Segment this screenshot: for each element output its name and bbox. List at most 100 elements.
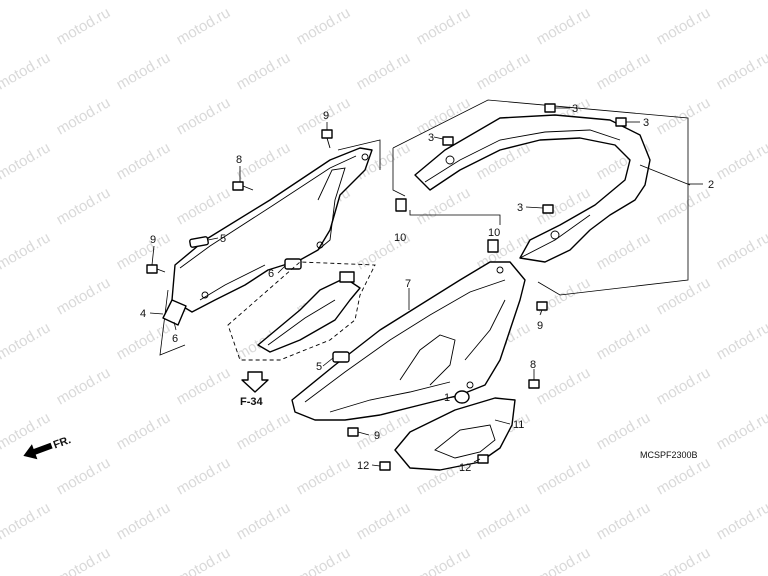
watermark-text: motod.ru xyxy=(114,409,174,453)
watermark-text: motod.ru xyxy=(54,94,114,138)
callout-2: 2 xyxy=(708,179,714,191)
watermark-text: motod.ru xyxy=(0,499,53,543)
watermark-text: motod.ru xyxy=(234,0,294,3)
watermark-text: motod.ru xyxy=(654,4,714,48)
watermark-text: motod.ru xyxy=(54,364,114,408)
callout-7: 7 xyxy=(405,278,411,290)
watermark-text: motod.ru xyxy=(354,0,414,3)
bolt-9-upper xyxy=(321,129,333,149)
screw-12-right xyxy=(477,454,489,464)
callout-12-left: 12 xyxy=(357,460,369,472)
watermark-text: motod.ru xyxy=(714,229,768,273)
watermark-text: motod.ru xyxy=(114,319,174,363)
callout-3-right: 3 xyxy=(643,117,649,129)
callout-4: 4 xyxy=(140,308,146,320)
watermark-text: motod.ru xyxy=(0,229,53,273)
bolt-8-right xyxy=(528,379,540,389)
collar-10-right xyxy=(487,239,499,253)
watermark-text: motod.ru xyxy=(114,0,174,3)
reference-label-f34: F-34 xyxy=(240,396,264,408)
watermark-text: motod.ru xyxy=(114,139,174,183)
grommet-1 xyxy=(454,390,470,404)
watermark-text: motod.ru xyxy=(414,4,474,48)
lower-cover xyxy=(394,397,516,471)
figure-code: MCSPF2300B xyxy=(640,450,698,460)
watermark-text: motod.ru xyxy=(534,274,594,318)
watermark-text: motod.ru xyxy=(234,409,294,453)
watermark-text: motod.ru xyxy=(474,49,534,93)
watermark-text: motod.ru xyxy=(114,229,174,273)
callout-10-right: 10 xyxy=(488,227,500,239)
watermark-text: motod.ru xyxy=(594,49,654,93)
watermark-text: motod.ru xyxy=(594,319,654,363)
watermark-text: motod.ru xyxy=(354,49,414,93)
watermark-text: motod.ru xyxy=(114,499,174,543)
watermark-text: motod.ru xyxy=(0,49,53,93)
leader-lines xyxy=(149,122,703,467)
watermark-text: motod.ru xyxy=(0,139,53,183)
callout-9-lower: 9 xyxy=(374,430,380,442)
left-side-cover xyxy=(171,147,373,313)
callout-8-top: 8 xyxy=(236,154,242,166)
callout-1: 1 xyxy=(444,392,450,404)
watermark-text: motod.ru xyxy=(54,274,114,318)
watermark-text: motod.ru xyxy=(294,454,354,498)
watermark-text: motod.ru xyxy=(714,499,768,543)
arrow-f34 xyxy=(241,371,269,393)
nut-3-d xyxy=(542,204,554,214)
watermark-text: motod.ru xyxy=(594,229,654,273)
callout-8-right: 8 xyxy=(530,359,536,371)
watermark-text: motod.ru xyxy=(474,0,534,3)
watermark-text: motod.ru xyxy=(174,184,234,228)
nut-3-b xyxy=(615,117,627,127)
watermark-text: motod.ru xyxy=(594,409,654,453)
callout-6-lower: 6 xyxy=(172,333,178,345)
watermark-text: motod.ru xyxy=(414,94,474,138)
watermark-text: motod.ru xyxy=(174,454,234,498)
rear-cowl xyxy=(291,261,526,421)
grommet-6-upper xyxy=(284,258,302,270)
watermark-text: motod.ru xyxy=(714,319,768,363)
clip-4 xyxy=(162,299,187,326)
callout-3-mid: 3 xyxy=(517,202,523,214)
bolt-9-left xyxy=(146,264,166,274)
watermark-text: motod.ru xyxy=(654,94,714,138)
inner-panel xyxy=(257,271,361,353)
collar-10-left xyxy=(395,198,407,212)
watermark-text: motod.ru xyxy=(174,94,234,138)
callout-3-left: 3 xyxy=(428,132,434,144)
grommet-5-lower xyxy=(332,351,350,363)
grommet-5-upper xyxy=(189,236,209,248)
watermark-text: motod.ru xyxy=(54,184,114,228)
watermark-text: motod.ru xyxy=(54,544,114,576)
callout-labels: 9 8 5 9 6 4 6 3 3 3 3 2 10 10 7 9 5 8 1 … xyxy=(140,103,714,474)
watermark-text: motod.ru xyxy=(294,4,354,48)
watermark-text: motod.ru xyxy=(654,454,714,498)
callout-10-left: 10 xyxy=(394,232,406,244)
watermark-text: motod.ru xyxy=(534,4,594,48)
callout-9-left: 9 xyxy=(150,234,156,246)
bolt-9-right xyxy=(536,301,548,311)
watermark-text: motod.ru xyxy=(654,544,714,576)
callout-9-right: 9 xyxy=(537,320,543,332)
bolt-8-upper xyxy=(232,181,254,191)
watermark-text: motod.ru xyxy=(174,364,234,408)
watermark-text: motod.ru xyxy=(54,4,114,48)
watermark-text: motod.ru xyxy=(54,454,114,498)
watermark-text: motod.ru xyxy=(714,139,768,183)
watermark-text: motod.ru xyxy=(534,364,594,408)
watermark-text: motod.ru xyxy=(474,499,534,543)
watermark-text: motod.ru xyxy=(714,0,768,3)
watermark-text: motod.ru xyxy=(654,184,714,228)
front-direction-arrow: FR. xyxy=(23,434,73,460)
watermark-text: motod.ru xyxy=(234,499,294,543)
watermark-text: motod.ru xyxy=(414,544,474,576)
watermark-text: motod.ru xyxy=(534,544,594,576)
watermark-text: motod.ru xyxy=(594,0,654,3)
watermark-text: motod.ru xyxy=(234,49,294,93)
watermark-text: motod.ru xyxy=(354,499,414,543)
callout-9-top: 9 xyxy=(323,110,329,122)
watermark-text: motod.ru xyxy=(594,499,654,543)
